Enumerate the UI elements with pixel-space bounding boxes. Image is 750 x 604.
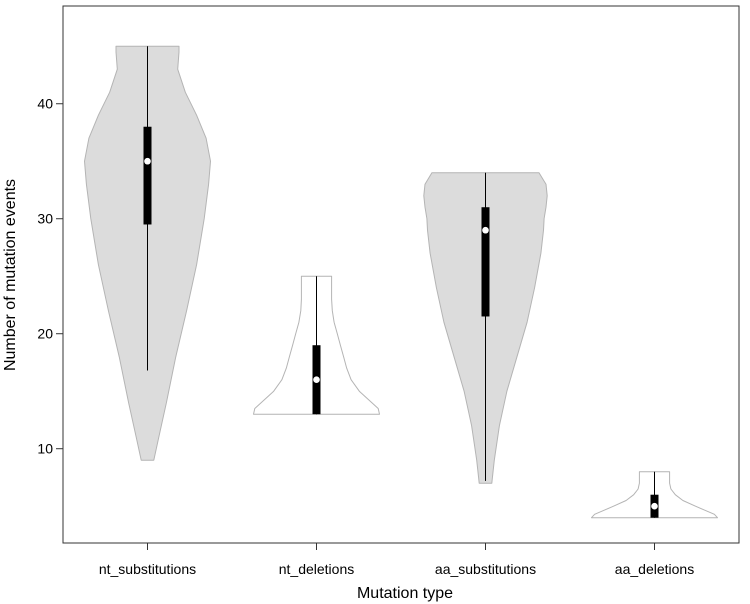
violin-nt-substitutions <box>84 45 211 461</box>
y-tick-label: 20 <box>37 326 53 342</box>
violin-nt-deletions <box>253 275 380 415</box>
violin-median-point <box>482 226 489 234</box>
y-tick-label: 10 <box>37 441 53 457</box>
x-axis: nt_substitutions nt_deletions aa_substitut… <box>99 543 694 577</box>
violins-layer <box>84 45 718 519</box>
y-axis: 10 20 30 40 <box>37 96 63 457</box>
y-tick-label: 40 <box>37 96 53 112</box>
y-axis-label: Number of mutation events <box>2 179 19 371</box>
y-tick-label: 30 <box>37 211 53 227</box>
violin-aa-substitutions <box>423 172 548 484</box>
violin-median-point <box>144 157 151 165</box>
violin-aa-deletions <box>591 471 718 519</box>
violin-iqr-box <box>481 207 490 317</box>
plot-frame <box>62 5 740 544</box>
x-tick-label: nt_substitutions <box>99 561 196 577</box>
x-tick-label: nt_deletions <box>279 561 355 577</box>
x-tick-label: aa_deletions <box>615 561 694 577</box>
x-tick-label: aa_substitutions <box>435 561 536 577</box>
violin-iqr-box <box>143 126 152 225</box>
violin-median-point <box>313 376 320 384</box>
violin-median-point <box>651 502 658 510</box>
x-axis-label: Mutation type <box>357 585 453 602</box>
